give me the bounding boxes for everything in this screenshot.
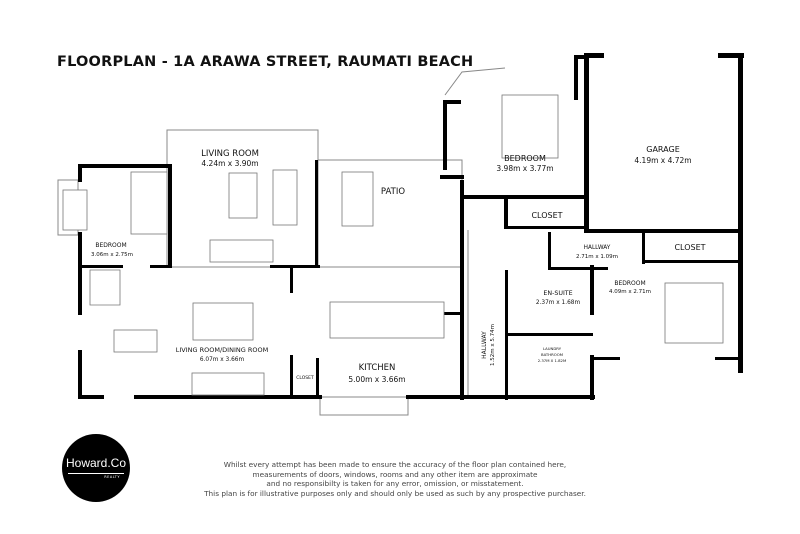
logo-sub: REALTY [104,475,120,479]
furniture [62,94,724,396]
disclaimer-line: measurements of doors, windows, rooms an… [252,469,538,479]
closet-right-label: CLOSET [674,243,705,252]
disclaimer: Whilst every attempt has been made to en… [180,460,610,498]
howard-co-logo: Howard.Co REALTY [62,434,130,502]
living-dining-size: 6.07m x 3.66m [200,357,245,363]
closet-top-label: CLOSET [531,211,562,220]
laundry-label: LAUNDRY [543,346,562,351]
kitchen-label: KITCHEN [359,363,396,373]
living-room-label: LIVING ROOM [201,149,259,159]
laundry-size: 2.37M X 1.82M [538,358,566,363]
laundry-label-2: BATHROOM [541,352,563,357]
closet-small-label: CLOSET [296,375,314,381]
page-title: FLOORPLAN - 1A ARAWA STREET, RAUMATI BEA… [57,54,474,70]
garage-size: 4.19m x 4.72m [634,156,691,165]
kitchen-size: 5.00m x 3.66m [348,375,405,384]
logo-name: Howard.Co [65,456,127,470]
disclaimer-line: and no responsibilty is taken for any er… [266,479,524,489]
garage-label: GARAGE [646,145,680,154]
walls [78,53,744,400]
disclaimer-line: Whilst every attempt has been made to en… [223,460,567,469]
bedroom-left-size: 3.06m x 2.75m [91,252,133,258]
room-labels: LIVING ROOM 4.24m x 3.90m BEDROOM 3.06m … [91,145,706,384]
disclaimer-line: This plan is for illustrative purposes o… [204,488,586,498]
hallway-short-label: HALLWAY [584,245,611,251]
bedroom-left-label: BEDROOM [95,242,126,249]
living-dining-label: LIVING ROOM/DINING ROOM [176,346,268,354]
hallway-long-size: 1.52m x 5.74m [490,324,496,366]
patio-label: PATIO [381,187,405,197]
bedroom-top-size: 3.98m x 3.77m [496,164,553,173]
bedroom-right-label: BEDROOM [614,280,645,287]
bedroom-top-label: BEDROOM [504,154,546,163]
living-room-size: 4.24m x 3.90m [201,159,258,168]
bedroom-right-size: 4.09m x 2.71m [609,289,651,295]
hallway-short-size: 2.71m x 1.09m [576,254,618,260]
ensuite-label: EN-SUITE [543,290,572,297]
hallway-long-label: HALLWAY [481,331,488,359]
ensuite-size: 2.37m x 1.68m [536,300,581,306]
